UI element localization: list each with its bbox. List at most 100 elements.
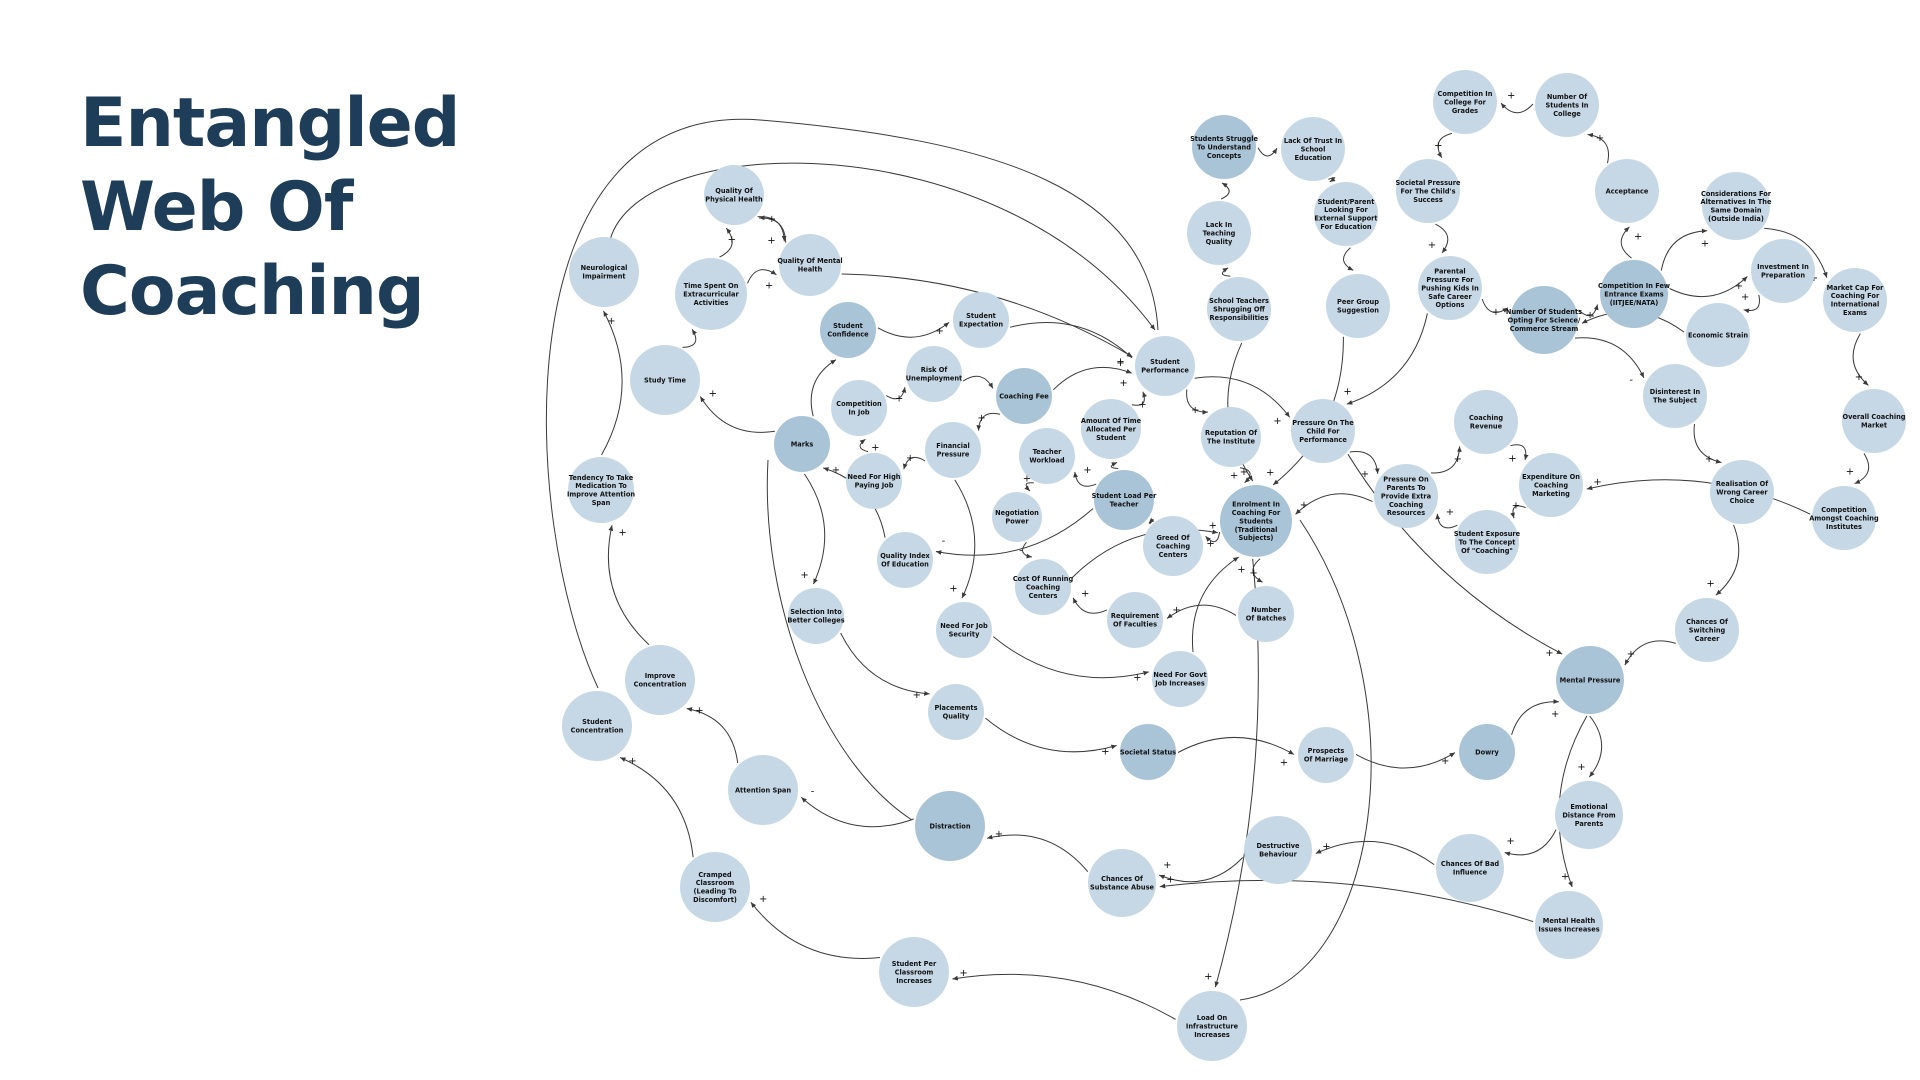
- node-label-greed: Centers: [1159, 551, 1188, 559]
- node-attn[interactable]: Attention Span: [728, 755, 798, 825]
- node-circle-greed: [1143, 516, 1203, 576]
- node-label-amount: Amount Of Time: [1081, 417, 1142, 425]
- edge-sign-compcol-to-socpress: +: [1434, 141, 1442, 152]
- edge-destr-to-subst: [1159, 857, 1244, 883]
- node-label-spc: Student Per: [892, 960, 937, 968]
- node-label-jobsec: Need For Job: [940, 622, 988, 630]
- node-label-extra: Activities: [694, 299, 729, 307]
- node-accept[interactable]: Acceptance: [1595, 159, 1659, 223]
- node-label-distract: Distraction: [929, 822, 970, 830]
- node-label-enrol: Subjects): [1239, 534, 1274, 542]
- node-study[interactable]: Study Time: [630, 345, 700, 415]
- node-label-qph: Quality Of: [715, 187, 753, 195]
- node-marks[interactable]: Marks: [774, 416, 830, 472]
- node-societal[interactable]: Societal Status: [1120, 724, 1176, 780]
- node-label-parental: Parental: [1434, 268, 1465, 276]
- node-label-marks: Marks: [791, 440, 814, 448]
- edge-sign-distract-to-attn: -: [811, 786, 815, 797]
- node-circle-select: [788, 588, 844, 644]
- node-dowry[interactable]: Dowry: [1459, 724, 1515, 780]
- node-circle-parental: [1418, 256, 1482, 320]
- edge-sign-sperf-to-pressure: +: [1273, 416, 1281, 427]
- node-label-lackteach: Teaching: [1203, 229, 1236, 237]
- node-label-pressure: Pressure On The: [1292, 419, 1354, 427]
- node-label-qph: Physical Health: [705, 196, 763, 204]
- node-label-qindex: Quality Index: [880, 552, 930, 560]
- node-strain[interactable]: Economic Strain: [1686, 303, 1750, 367]
- node-label-market: Market Cap For: [1827, 284, 1884, 292]
- node-distract[interactable]: Distraction: [915, 791, 985, 861]
- edge-sign-spc-to-cramped: +: [759, 894, 767, 905]
- edge-needhigh-to-compjob: [859, 438, 869, 453]
- node-label-compcol: Competition In: [1438, 90, 1493, 98]
- node-mental[interactable]: Mental Pressure: [1556, 646, 1624, 714]
- node-circle-qph: [704, 165, 764, 225]
- node-label-mhealth: Issues Increases: [1538, 926, 1599, 934]
- node-coachfee[interactable]: Coaching Fee: [996, 368, 1052, 424]
